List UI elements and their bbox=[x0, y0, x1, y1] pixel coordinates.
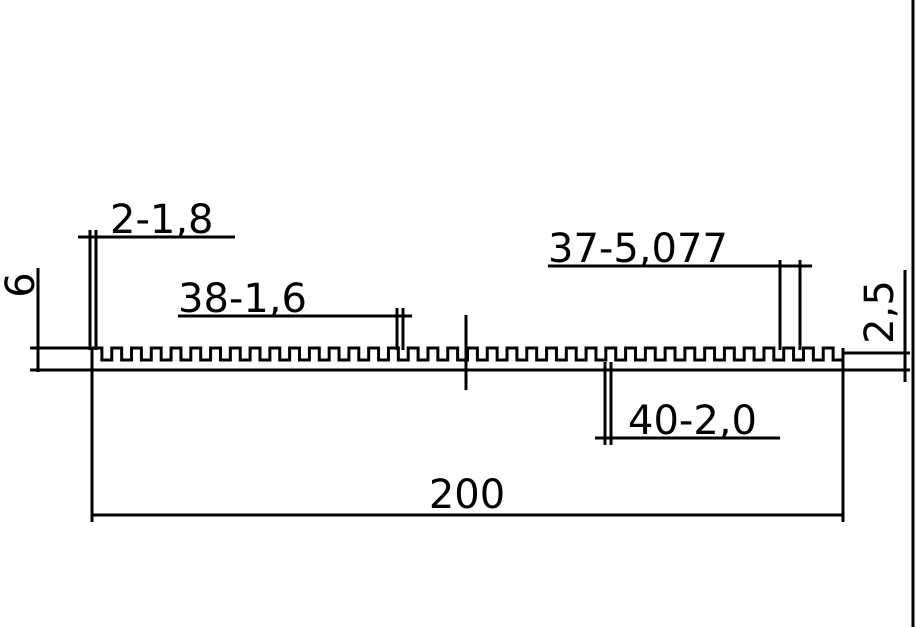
dim-text-40-2-0: 40-2,0 bbox=[628, 398, 757, 444]
dim-text-200: 200 bbox=[429, 472, 505, 518]
dimension-overall-width: 200 bbox=[90, 370, 845, 522]
dimension-base-thickness: 2,5 bbox=[843, 270, 910, 382]
dim-text-2-1-8: 2-1,8 bbox=[110, 197, 214, 243]
dim-text-37-5-077: 37-5,077 bbox=[548, 226, 728, 272]
dimension-height-left: 6 bbox=[0, 268, 92, 372]
dim-text-2-5: 2,5 bbox=[857, 280, 903, 344]
dimension-fin-thickness: 38-1,6 bbox=[178, 276, 412, 350]
dimension-slot-width: 40-2,0 bbox=[595, 362, 780, 445]
heatsink-profile bbox=[90, 346, 845, 372]
dim-text-38-1-6: 38-1,6 bbox=[178, 276, 307, 322]
dim-text-6: 6 bbox=[0, 272, 44, 297]
dimension-pitch: 37-5,077 bbox=[548, 226, 812, 350]
dimension-edge-fin: 2-1,8 bbox=[78, 197, 235, 350]
